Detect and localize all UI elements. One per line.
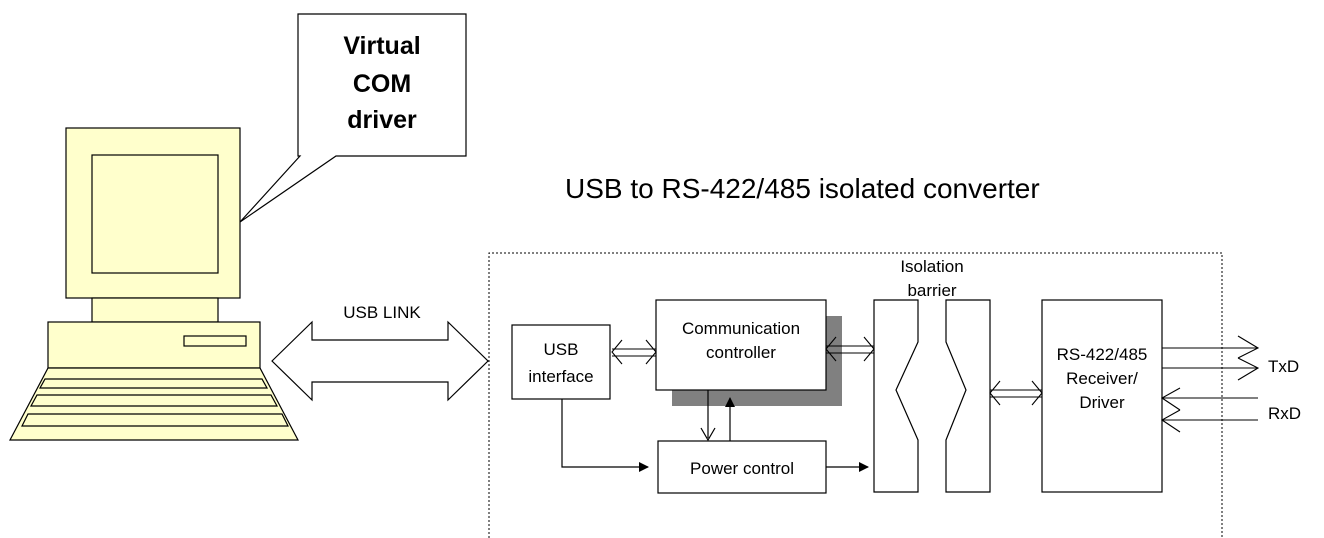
callout-bubble xyxy=(239,13,467,223)
converter-enclosure xyxy=(488,252,1223,538)
transceiver-block xyxy=(1041,299,1163,493)
monitor-screen xyxy=(91,154,219,274)
usb-interface-block xyxy=(511,324,611,400)
bus-arrows xyxy=(611,336,1043,406)
controller-to-isolation-arrow xyxy=(825,336,875,362)
monitor-neck xyxy=(91,297,219,323)
usb-interface-label-line2: interface xyxy=(528,367,593,386)
computer-icon xyxy=(9,127,299,441)
communication-controller-label-line2: controller xyxy=(706,343,776,362)
communication-controller-label-line1: Communication xyxy=(682,319,800,338)
transceiver-label-line1: RS-422/485 xyxy=(1057,345,1148,364)
txd-line xyxy=(1162,335,1260,381)
power-control-label: Power control xyxy=(690,459,794,478)
isolation-barrier-left xyxy=(873,299,919,493)
callout-text-line2: COM xyxy=(353,70,411,98)
diagram-title: USB to RS-422/485 isolated converter xyxy=(565,173,1040,204)
communication-controller-block xyxy=(655,299,827,391)
isolation-barrier-label-line1: Isolation xyxy=(900,257,963,276)
disk-slot xyxy=(183,335,247,347)
txd-label: TxD xyxy=(1268,357,1299,376)
transceiver-label-line2: Receiver/ xyxy=(1066,369,1138,388)
callout-text-line1: Virtual xyxy=(343,32,420,60)
rxd-label: RxD xyxy=(1268,404,1301,423)
usb-to-controller-arrow xyxy=(611,339,657,365)
serial-lines xyxy=(1160,335,1260,433)
transceiver-label-line3: Driver xyxy=(1079,393,1125,412)
usb-interface-label-line1: USB xyxy=(544,340,579,359)
isolation-barrier-label-line2: barrier xyxy=(907,281,956,300)
isolation-barrier-right xyxy=(945,299,991,493)
rxd-line xyxy=(1160,387,1258,433)
usb-link-label: USB LINK xyxy=(343,303,421,322)
usb-link-arrow xyxy=(271,320,489,402)
usb-to-power-line xyxy=(561,399,649,472)
callout-text-line3: driver xyxy=(347,106,417,134)
control-lines xyxy=(561,390,869,472)
isolation-to-transceiver-arrow xyxy=(989,380,1043,406)
